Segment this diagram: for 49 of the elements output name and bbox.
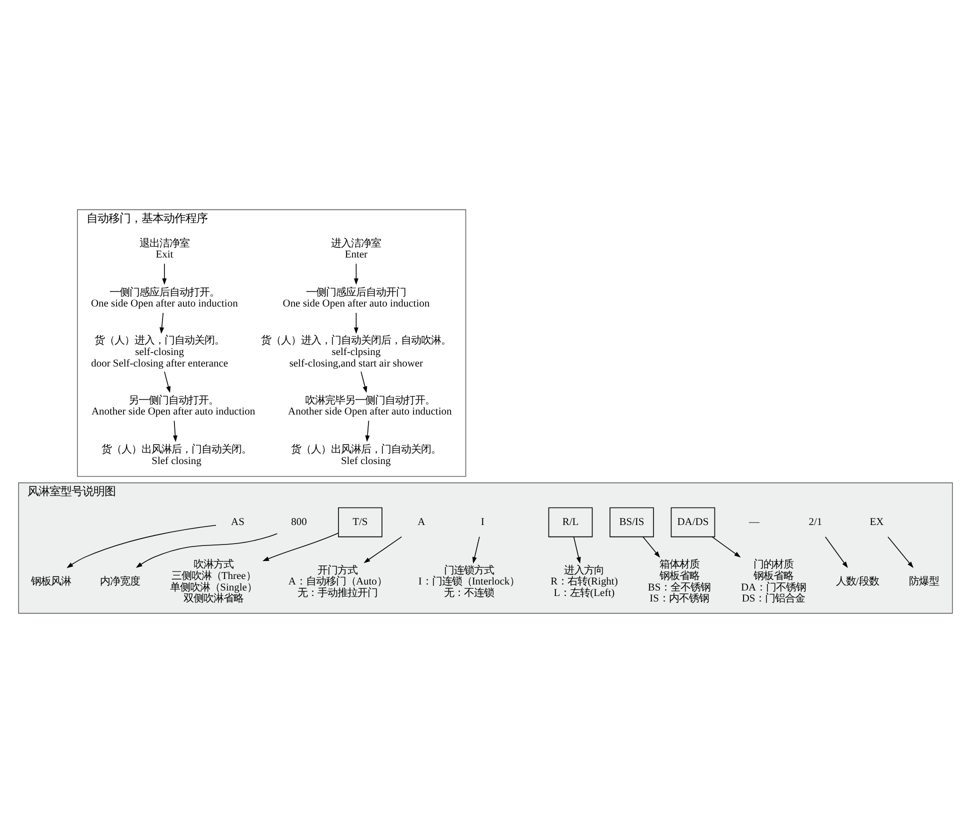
arrow (164, 370, 171, 392)
arrow (824, 536, 848, 568)
arrow (136, 532, 278, 568)
node-text: I (480, 516, 484, 528)
arrow (160, 312, 164, 334)
node-text: 吹淋完毕另一侧门自动打开。 Another side Open after auto induction (288, 394, 452, 418)
node-text: 内净宽度 (100, 576, 140, 588)
node-text: 进入方向 R：右转(Right) L：左转(Left) (550, 564, 618, 598)
arrow (354, 262, 358, 284)
arrow (262, 532, 339, 561)
node-text: 进入洁净室 Enter (331, 238, 382, 260)
node-box: R/L (548, 506, 593, 537)
node-text: EX (870, 516, 884, 528)
arrow (712, 536, 741, 557)
node-text: 货（人）出风淋后，门自动关闭。 Slef closing (290, 444, 441, 466)
node-box: DA/DS (670, 506, 716, 537)
arrow (888, 536, 914, 568)
node-text: 一侧门感应后自动开门 One side Open after auto induction (282, 286, 430, 310)
node-box: T/S (338, 506, 382, 537)
node-text: 另一侧门自动打开。 Another side Open after auto induction (91, 394, 256, 418)
node-text: 货（人）出风淋后，门自动关闭。 Slef closing (102, 444, 252, 466)
node-text: 箱体材质 钢板省略 BS：全不锈钢 IS：内不锈钢 (648, 559, 711, 604)
arrow (364, 536, 402, 563)
node-text: 800 (291, 516, 307, 528)
arrow (642, 536, 660, 558)
arrow (472, 536, 480, 564)
arrow (172, 420, 178, 442)
node-text: 2/1 (808, 516, 822, 528)
node-text: 一侧门感应后自动打开。 One side Open after auto induction (91, 286, 238, 310)
arrow (365, 420, 370, 442)
label: — (748, 516, 760, 528)
arrow (162, 262, 167, 284)
node-text: 退出洁净室 Exit (139, 238, 190, 260)
node-text: 人数/段数 (836, 576, 879, 588)
arrow (360, 370, 368, 392)
node-text: AS (231, 516, 244, 528)
node-text: 货（人）进入，门自动关闭后，自动吹淋。 self-clpsing self-closing,and start air shower (261, 335, 452, 369)
node-text: 门连锁方式 I：门连锁（Interlock） 无：不连锁 (418, 564, 520, 598)
node-text: 吹淋方式 三侧吹淋（Three） 单侧吹淋（Single） 双侧吹淋省略 (170, 559, 257, 604)
node-text: 货（人）进入，门自动关闭。 self-closing door Self-closing after enterance (91, 335, 228, 369)
node-text: A (418, 516, 426, 528)
arrow (573, 536, 581, 564)
arrow (354, 312, 358, 334)
node-text: 钢板风淋 (30, 576, 71, 588)
node-box: BS/IS (610, 506, 654, 537)
node-text: 门的材质 钢板省略 DA：门不锈钢 DS：门铝合金 (740, 559, 806, 604)
node-text: 开门方式 A：自动移门（Auto） 无：手动推拉开门 (288, 564, 387, 598)
arrow (66, 524, 216, 568)
node-text: 防爆型 (909, 576, 940, 588)
